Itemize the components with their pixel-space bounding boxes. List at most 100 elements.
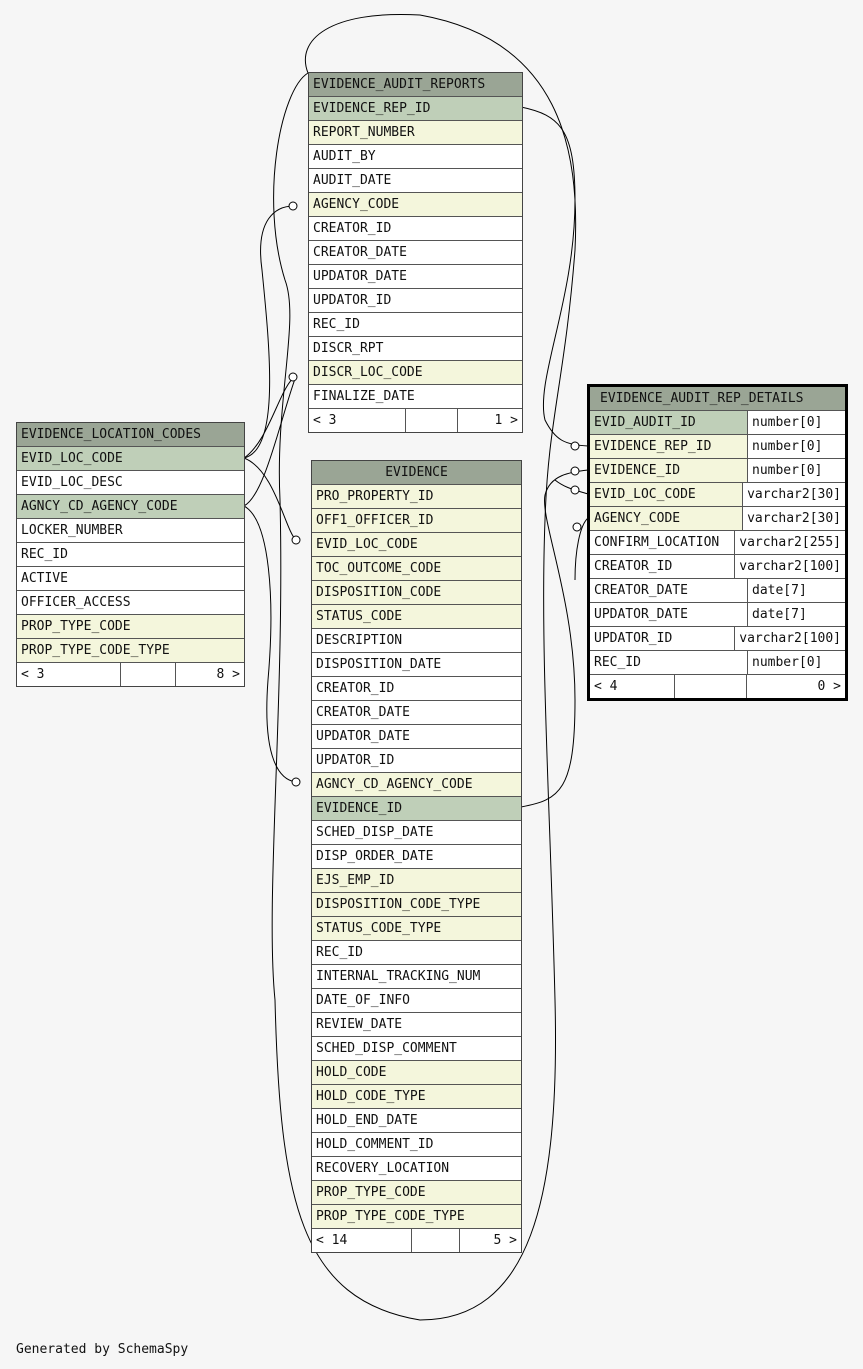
column-name: INTERNAL_TRACKING_NUM [316, 969, 481, 984]
column-row[interactable]: CREATOR_DATE [312, 700, 521, 724]
table-evidence[interactable]: EVIDENCE PRO_PROPERTY_ID OFF1_OFFICER_ID E… [311, 460, 522, 1253]
column-name: EVID_LOC_CODE [594, 487, 696, 502]
column-type: varchar2[30] [742, 507, 845, 530]
column-row[interactable]: HOLD_END_DATE [312, 1108, 521, 1132]
column-row[interactable]: CREATOR_ID [312, 676, 521, 700]
column-row[interactable]: DATE_OF_INFO [312, 988, 521, 1012]
column-row[interactable]: UPDATOR_ID [312, 748, 521, 772]
column-row[interactable]: TOC_OUTCOME_CODE [312, 556, 521, 580]
column-row[interactable]: AGNCY_CD_AGENCY_CODE [312, 772, 521, 796]
column-row[interactable]: SCHED_DISP_COMMENT [312, 1036, 521, 1060]
footer-middle [412, 1229, 460, 1252]
column-row[interactable]: EJS_EMP_ID [312, 868, 521, 892]
column-row[interactable]: PROP_TYPE_CODE [312, 1180, 521, 1204]
column-row[interactable]: DISP_ORDER_DATE [312, 844, 521, 868]
table-header: EVIDENCE_AUDIT_REPORTS [309, 73, 522, 96]
column-row[interactable]: AUDIT_BY [309, 144, 522, 168]
footer-right: 1 > [494, 413, 518, 428]
column-row[interactable]: FINALIZE_DATE [309, 384, 522, 408]
column-row[interactable]: HOLD_COMMENT_ID [312, 1132, 521, 1156]
column-name: REC_ID [316, 945, 363, 960]
footer-left: < 3 [17, 663, 121, 686]
column-type: varchar2[30] [742, 483, 845, 506]
column-row[interactable]: EVID_LOC_CODE [312, 532, 521, 556]
column-row[interactable]: REC_ID [309, 312, 522, 336]
column-row[interactable]: DISPOSITION_CODE_TYPE [312, 892, 521, 916]
column-name: EJS_EMP_ID [316, 873, 395, 888]
column-row[interactable]: STATUS_CODE [312, 604, 521, 628]
column-row[interactable]: EVIDENCE_ID [312, 796, 521, 820]
column-row[interactable]: AGNCY_CD_AGENCY_CODE [17, 494, 244, 518]
column-row[interactable]: DISCR_LOC_CODE [309, 360, 522, 384]
column-row[interactable]: OFF1_OFFICER_ID [312, 508, 521, 532]
table-title: EVIDENCE [385, 465, 448, 480]
column-row[interactable]: UPDATOR_DATE [312, 724, 521, 748]
column-row[interactable]: DESCRIPTION [312, 628, 521, 652]
edge-endpoint [570, 441, 580, 451]
column-row[interactable]: UPDATOR_ID [309, 288, 522, 312]
column-name: ACTIVE [21, 571, 68, 586]
column-row[interactable]: PRO_PROPERTY_ID [312, 484, 521, 508]
column-row[interactable]: DISPOSITION_CODE [312, 580, 521, 604]
column-row[interactable]: ACTIVE [17, 566, 244, 590]
table-footer: < 3 1 > [309, 408, 522, 432]
column-row[interactable]: REC_ID [17, 542, 244, 566]
column-name: UPDATOR_ID [594, 631, 673, 646]
column-row[interactable]: STATUS_CODE_TYPE [312, 916, 521, 940]
column-row[interactable]: DISCR_RPT [309, 336, 522, 360]
column-row[interactable]: REC_ID [312, 940, 521, 964]
edge-evidence-id [520, 469, 589, 808]
table-header: EVIDENCE_LOCATION_CODES [17, 423, 244, 446]
column-name: AGNCY_CD_AGENCY_CODE [21, 499, 178, 514]
column-row[interactable]: PROP_TYPE_CODE_TYPE [312, 1204, 521, 1228]
column-name: EVIDENCE_ID [594, 463, 681, 478]
column-row[interactable]: RECOVERY_LOCATION [312, 1156, 521, 1180]
column-row[interactable]: CREATOR_DATE [309, 240, 522, 264]
column-name: RECOVERY_LOCATION [316, 1161, 450, 1176]
column-name: OFFICER_ACCESS [21, 595, 131, 610]
edge-evid-loc [243, 457, 297, 541]
column-row[interactable]: DISPOSITION_DATE [312, 652, 521, 676]
edge-agency-code [243, 205, 297, 459]
column-row[interactable]: PROP_TYPE_CODE [17, 614, 244, 638]
column-row[interactable]: UPDATOR_DATE [309, 264, 522, 288]
column-row[interactable]: AGENCY_CODE [309, 192, 522, 216]
column-row[interactable]: AUDIT_DATE [309, 168, 522, 192]
column-row[interactable]: REVIEW_DATE [312, 1012, 521, 1036]
column-name: PROP_TYPE_CODE_TYPE [316, 1209, 465, 1224]
column-name: AGENCY_CODE [313, 197, 400, 212]
column-name: REPORT_NUMBER [313, 125, 415, 140]
table-header: EVIDENCE_AUDIT_REP_DETAILS [590, 387, 845, 410]
column-row[interactable]: EVIDENCE_REP_ID [309, 96, 522, 120]
column-row[interactable]: SCHED_DISP_DATE [312, 820, 521, 844]
column-name: PROP_TYPE_CODE [21, 619, 131, 634]
column-row[interactable]: EVID_LOC_CODE [17, 446, 244, 470]
column-row[interactable]: LOCKER_NUMBER [17, 518, 244, 542]
column-row[interactable]: PROP_TYPE_CODE_TYPE [17, 638, 244, 662]
column-row[interactable]: INTERNAL_TRACKING_NUM [312, 964, 521, 988]
column-row[interactable]: EVID_LOC_CODE varchar2[30] [590, 482, 845, 506]
column-name: REC_ID [594, 655, 641, 670]
column-row[interactable]: HOLD_CODE [312, 1060, 521, 1084]
table-evidence-audit-rep-details[interactable]: EVIDENCE_AUDIT_REP_DETAILS EVID_AUDIT_ID… [587, 384, 848, 701]
column-row[interactable]: EVID_LOC_DESC [17, 470, 244, 494]
column-row[interactable]: HOLD_CODE_TYPE [312, 1084, 521, 1108]
edge-agncy-rep [243, 375, 297, 507]
table-evidence-audit-reports[interactable]: EVIDENCE_AUDIT_REPORTS EVIDENCE_REP_ID RE… [308, 72, 523, 433]
column-name: CREATOR_ID [313, 221, 392, 236]
column-row[interactable]: CREATOR_ID [309, 216, 522, 240]
column-row[interactable]: REPORT_NUMBER [309, 120, 522, 144]
column-name: OFF1_OFFICER_ID [316, 513, 434, 528]
column-row[interactable]: OFFICER_ACCESS [17, 590, 244, 614]
